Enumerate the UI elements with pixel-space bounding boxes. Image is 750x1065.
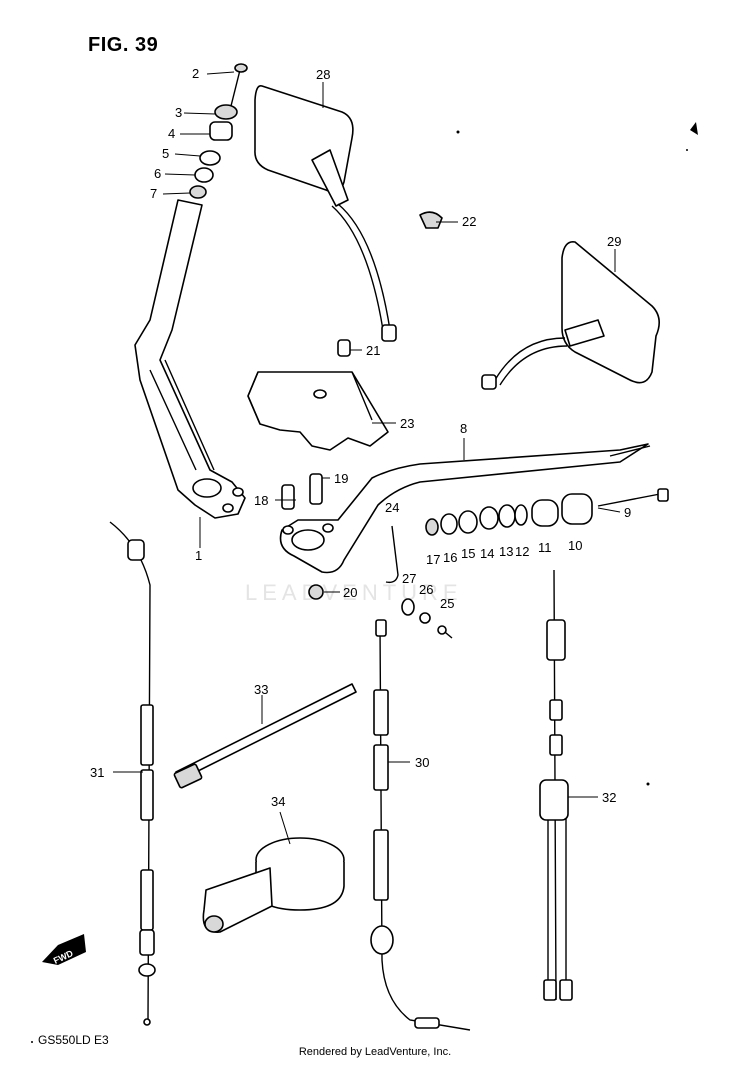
callout-25: 25: [440, 596, 454, 611]
callout-20: 20: [343, 585, 357, 600]
bolt-19[interactable]: [309, 473, 323, 505]
left-side-mirror[interactable]: [481, 241, 660, 390]
callout-30: 30: [415, 755, 429, 770]
callout-28: 28: [316, 67, 330, 82]
callout-14: 14: [480, 546, 494, 561]
pin-24[interactable]: [385, 525, 399, 584]
model-code: GS550LD E3: [38, 1033, 109, 1047]
callout-29: 29: [607, 234, 621, 249]
callout-32: 32: [602, 790, 616, 805]
callout-10: 10: [568, 538, 582, 553]
watermark: LEADVENTURE: [245, 580, 463, 605]
fwd-arrow-icon: [42, 934, 86, 965]
callout-34: 34: [271, 794, 285, 809]
callout-4: 4: [168, 126, 175, 141]
washer-26[interactable]: [419, 612, 431, 624]
callout-31: 31: [90, 765, 104, 780]
nut-20[interactable]: [308, 584, 324, 600]
callout-6: 6: [154, 166, 161, 181]
callout-7: 7: [150, 186, 157, 201]
cable-32[interactable]: [539, 569, 573, 1001]
cable-strap[interactable]: [173, 683, 357, 789]
figure-title: FIG. 39: [88, 34, 159, 56]
callout-23: 23: [400, 416, 414, 431]
callout-12: 12: [515, 544, 529, 559]
handlebar-holder[interactable]: [247, 371, 389, 451]
bolt-18[interactable]: [281, 484, 295, 510]
callout-22: 22: [462, 214, 476, 229]
callout-13: 13: [499, 544, 513, 559]
callout-1: 1: [195, 548, 202, 563]
screw-25[interactable]: [437, 625, 453, 639]
callout-3: 3: [175, 105, 182, 120]
callout-5: 5: [162, 146, 169, 161]
right-handlebar[interactable]: [279, 443, 651, 574]
clip-27[interactable]: [401, 598, 415, 616]
callout-numbers: 2 3 4 5 6 7 28 29 22 21 23 8 9 10 11 12 …: [90, 66, 631, 809]
left-handlebar[interactable]: [134, 199, 246, 519]
callout-17: 17: [426, 552, 440, 567]
callout-11: 11: [538, 540, 552, 555]
cable-30[interactable]: [370, 619, 471, 1031]
callout-26: 26: [419, 582, 433, 597]
grip-assembly[interactable]: [425, 488, 669, 536]
callout-18: 18: [254, 493, 268, 508]
callout-15: 15: [461, 546, 475, 561]
leader-lines: [113, 71, 621, 845]
callout-2: 2: [192, 66, 199, 81]
callout-21: 21: [366, 343, 380, 358]
callout-19: 19: [334, 471, 348, 486]
callout-33: 33: [254, 682, 268, 697]
end-weight-stack[interactable]: [189, 63, 248, 199]
throttle-cover[interactable]: [202, 837, 345, 933]
callout-24: 24: [385, 500, 399, 515]
footer-credit: Rendered by LeadVenture, Inc.: [298, 1046, 452, 1058]
callout-9: 9: [624, 505, 631, 520]
right-side-mirror[interactable]: [254, 84, 397, 342]
bolt-21[interactable]: [337, 339, 351, 357]
cap-22[interactable]: [419, 211, 443, 229]
scan-specks: [31, 122, 698, 1043]
callout-16: 16: [443, 550, 457, 565]
cable-31[interactable]: [109, 521, 156, 1026]
callout-8: 8: [460, 421, 467, 436]
callout-27: 27: [402, 571, 416, 586]
